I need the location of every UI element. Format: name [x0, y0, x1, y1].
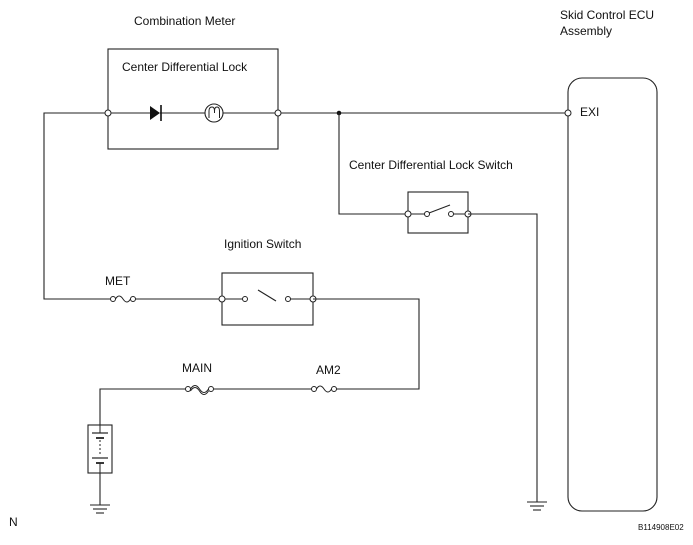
combination-meter-label: Combination Meter [134, 14, 235, 28]
diode-icon [150, 105, 162, 121]
main-fusible-link-icon [185, 385, 214, 395]
main-fuse-label: MAIN [182, 361, 212, 375]
ecu-exi-terminal [564, 109, 572, 117]
diff-switch-contact-icon [411, 204, 465, 217]
center-diff-lock-switch-box [407, 191, 469, 234]
battery-icon [92, 425, 108, 473]
am2-fuse-label: AM2 [316, 363, 341, 377]
ignition-terminal-left [218, 295, 226, 303]
ignition-switch-contact-icon [225, 289, 310, 302]
ground-icon-right [527, 501, 547, 511]
indicator-lamp-icon [204, 103, 224, 123]
center-diff-lock-label: Center Differential Lock [122, 60, 248, 74]
switch-to-ground-wire [468, 213, 538, 502]
met-fuse-icon [110, 295, 136, 303]
branch-wire [338, 113, 408, 215]
battery-to-main-wire [99, 388, 186, 425]
combination-meter-box [107, 48, 279, 150]
skid-control-ecu-box [567, 77, 658, 512]
diff-switch-terminal-left [404, 210, 412, 218]
met-fuse-label: MET [105, 274, 131, 288]
meter-terminal-left [104, 109, 112, 117]
ignition-to-am2-wire [313, 298, 420, 390]
meter-terminal-right [274, 109, 282, 117]
ignition-switch-label: Ignition Switch [224, 237, 301, 251]
figure-code-label: B114908E02 [638, 523, 684, 532]
exi-terminal-label: EXI [580, 105, 599, 119]
corner-n-label: N [9, 515, 18, 529]
ground-icon-left [90, 504, 110, 514]
left-loop-wire [43, 112, 110, 300]
skid-ecu-label: Skid Control ECU [560, 8, 654, 22]
skid-ecu-label-line2: Assembly [560, 24, 612, 38]
center-diff-lock-switch-label: Center Differential Lock Switch [349, 158, 513, 172]
am2-fuse-icon [311, 385, 337, 393]
